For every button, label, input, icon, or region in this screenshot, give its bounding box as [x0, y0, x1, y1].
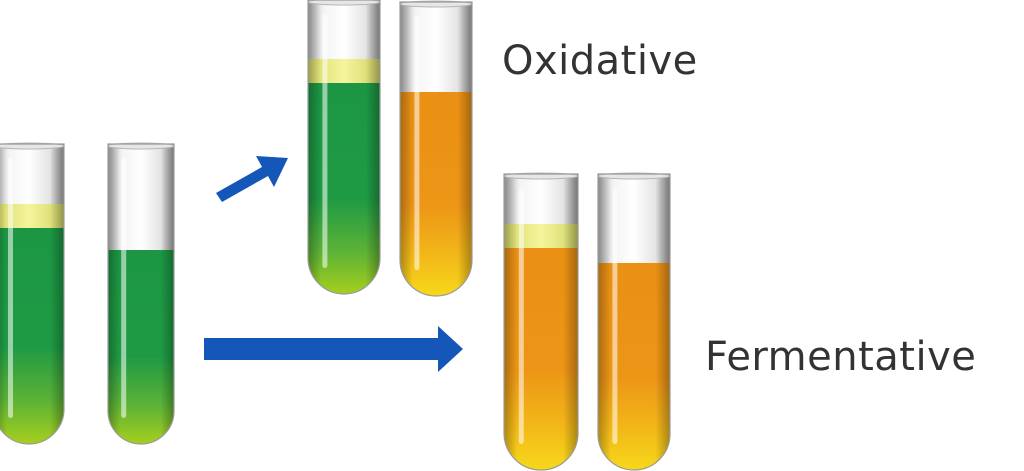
fermentative-label: Fermentative — [705, 334, 977, 380]
test-tube — [0, 142, 65, 445]
oxidative-label: Oxidative — [502, 38, 698, 84]
tube-rim — [307, 0, 381, 6]
test-tube — [307, 0, 381, 295]
tube-highlight — [414, 16, 420, 270]
tube-highlight — [8, 158, 13, 418]
oxidative-tube-pair — [307, 0, 473, 297]
tube-highlight — [322, 14, 328, 268]
arrow-to-oxidative — [216, 156, 288, 202]
test-tube — [399, 0, 473, 297]
initial-tube-pair — [0, 142, 175, 445]
arrow-to-fermentative — [204, 326, 463, 372]
tube-highlight — [518, 188, 524, 444]
tube-highlight — [121, 158, 127, 418]
tube-highlight — [612, 188, 618, 444]
test-tube — [107, 142, 175, 445]
fermentative-tube-pair — [503, 172, 671, 471]
test-tube — [503, 172, 579, 471]
test-tube — [597, 172, 671, 471]
